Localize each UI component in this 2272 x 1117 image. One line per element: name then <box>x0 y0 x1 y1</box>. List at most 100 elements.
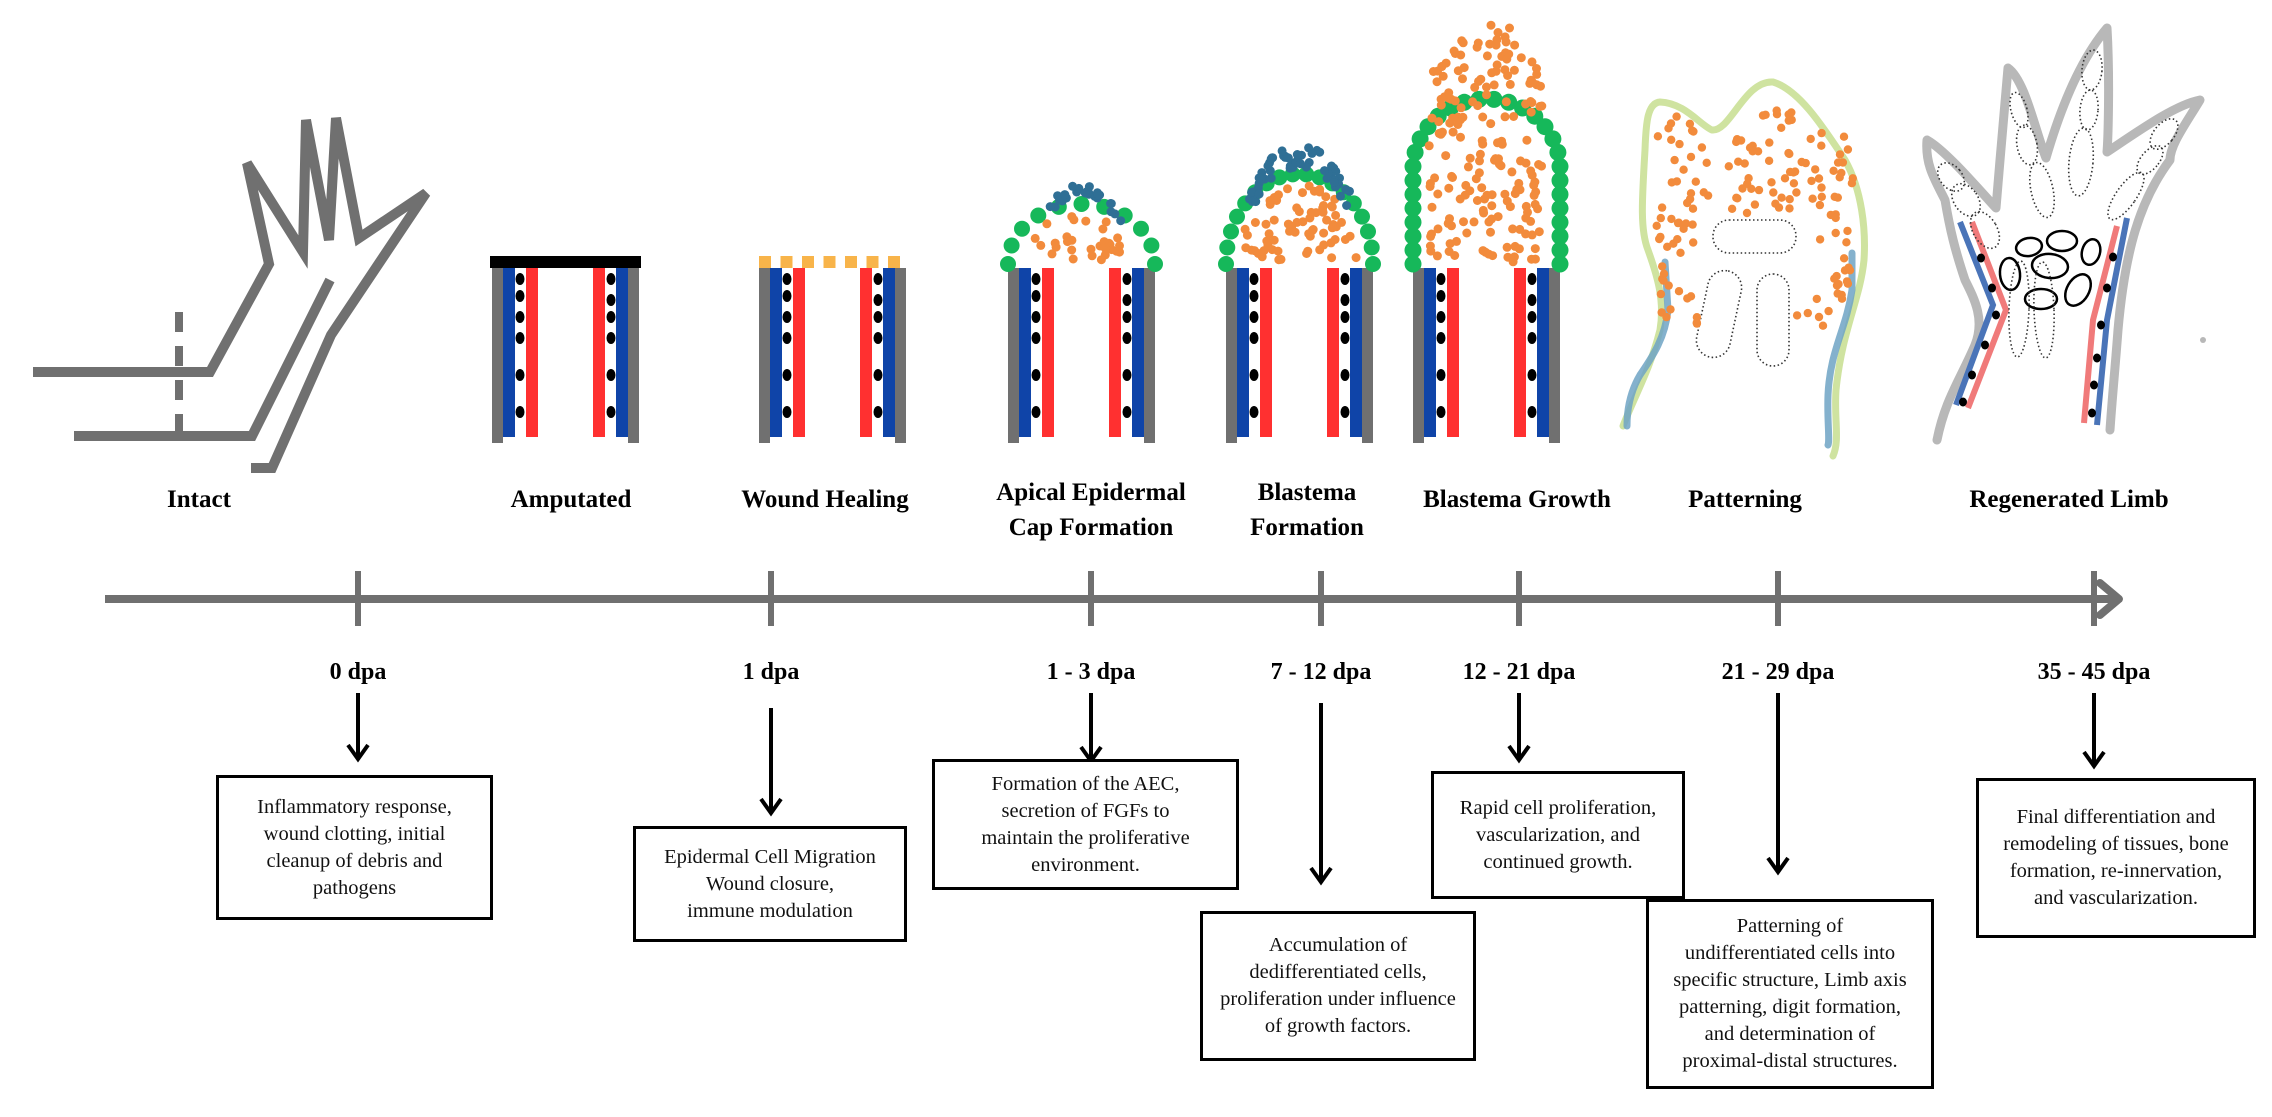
blastema-cell <box>1508 224 1518 234</box>
blastema-cell <box>1527 57 1537 67</box>
undifferentiated-cell <box>1655 234 1664 244</box>
nerve-cell <box>515 332 525 344</box>
undifferentiated-cell <box>1842 238 1851 247</box>
undifferentiated-cell <box>1692 319 1702 328</box>
blastema-cell <box>1305 213 1315 223</box>
skin-layer <box>628 268 639 443</box>
blastema-cell <box>1067 212 1077 222</box>
undifferentiated-cell <box>1811 165 1820 174</box>
regen-vessel-right <box>2081 225 2120 424</box>
blastema-cell <box>1468 97 1478 107</box>
blastema-cell <box>1453 66 1463 76</box>
nerve-cell <box>1249 273 1259 285</box>
patterning-epidermis-right <box>1824 249 1856 449</box>
description-line: continued growth. <box>1483 850 1633 873</box>
blastema-cell <box>1098 224 1108 234</box>
blastema-cell <box>1458 112 1468 122</box>
blastema-cell <box>1438 71 1448 81</box>
intact-limb-lower-outline <box>74 277 335 441</box>
blastema-cell <box>1477 183 1487 193</box>
blastema-cell <box>1327 202 1337 212</box>
aec-cell <box>1404 255 1422 273</box>
blastema-cell <box>1448 127 1458 137</box>
blastema-cell <box>1426 246 1436 256</box>
blastema-cell <box>1087 251 1097 261</box>
undifferentiated-cell <box>1724 162 1734 171</box>
undifferentiated-cell <box>1738 184 1747 193</box>
undifferentiated-cell <box>1837 168 1846 178</box>
blood-vessel <box>860 268 872 437</box>
blastema-cell <box>1473 38 1483 48</box>
aec-cell <box>1014 220 1030 237</box>
undifferentiated-cell <box>1688 204 1698 213</box>
undifferentiated-cell <box>1659 276 1668 285</box>
aec-signaling-cell <box>1329 178 1339 187</box>
aec-cell <box>1229 208 1245 225</box>
stage-label-blastema-formation: Blastema <box>1258 479 1357 506</box>
undifferentiated-cell <box>1697 143 1707 152</box>
undifferentiated-cell <box>1703 191 1713 200</box>
nerve-cell <box>1981 340 1989 350</box>
nerve-cell <box>1249 311 1259 323</box>
aec-cell <box>1536 118 1554 136</box>
aec-signaling-cell <box>1296 159 1305 169</box>
nerve-cell <box>782 406 792 418</box>
nerve-cell <box>2088 408 2096 418</box>
undifferentiated-cell <box>1653 132 1663 141</box>
dpa-label: 1 dpa <box>743 659 800 685</box>
undifferentiated-cell <box>1777 193 1786 202</box>
blastema-cell <box>1269 215 1279 225</box>
blastema-cell <box>1274 255 1284 265</box>
blastema-cell <box>1319 228 1329 238</box>
undifferentiated-cell <box>1837 290 1846 300</box>
nerve-cell <box>782 311 792 323</box>
undifferentiated-cell <box>1666 305 1675 314</box>
blastema-cell <box>1493 28 1503 37</box>
nerve-cell <box>1122 406 1132 418</box>
nerve-cell <box>782 273 792 285</box>
description-line: and determination of <box>1704 1023 1876 1045</box>
blastema-cell <box>1036 240 1046 250</box>
stage-label-blastema-formation: Formation <box>1250 514 1364 541</box>
undifferentiated-cell <box>1780 174 1790 183</box>
description-line: Wound closure, <box>705 872 835 895</box>
blastema-cell <box>1509 112 1519 121</box>
nerve-cell <box>2093 353 2101 363</box>
blastema-cell <box>1441 151 1451 161</box>
blastema-cell <box>1477 136 1487 146</box>
undifferentiated-cell <box>1689 238 1698 247</box>
blastema-cell <box>1500 112 1510 122</box>
blastema-cell <box>1456 103 1466 113</box>
nerve-cell <box>1340 273 1350 285</box>
undifferentiated-cell <box>1824 306 1833 316</box>
nerve-cell <box>873 294 883 306</box>
blastema-cell <box>1501 97 1511 107</box>
aec-signaling-cell <box>1336 191 1345 201</box>
blastema-cell <box>1292 203 1302 213</box>
undifferentiated-cell <box>1831 228 1840 238</box>
aec-signaling-cell <box>1060 190 1070 200</box>
nerve-cell <box>1122 369 1132 381</box>
blastema-cell <box>1051 242 1061 252</box>
aec-signaling-cell <box>1068 181 1078 191</box>
blastema-cell <box>1433 189 1443 199</box>
carpal-bone <box>1998 256 2022 292</box>
aec-cell <box>1404 241 1422 259</box>
blastema-cell <box>1492 60 1502 70</box>
nerve-cell <box>1992 310 2000 320</box>
timeline-arrowhead <box>2096 579 2123 619</box>
blastema-cell <box>1450 96 1460 106</box>
nerve-cell <box>1968 370 1976 380</box>
blastema-cell <box>1510 189 1520 199</box>
blastema-cell <box>1303 246 1313 256</box>
nerve-cell <box>2103 283 2111 293</box>
aec-signaling-cell <box>1263 161 1273 171</box>
description-line: maintain the proliferative <box>981 826 1190 849</box>
blastema-cell <box>1465 153 1475 163</box>
ulna-template <box>1756 273 1790 367</box>
blastema-cell <box>1492 35 1502 45</box>
nerve-cell <box>515 273 525 285</box>
aec-signaling-cell <box>1342 201 1352 210</box>
skeletal-element <box>2009 91 2029 129</box>
